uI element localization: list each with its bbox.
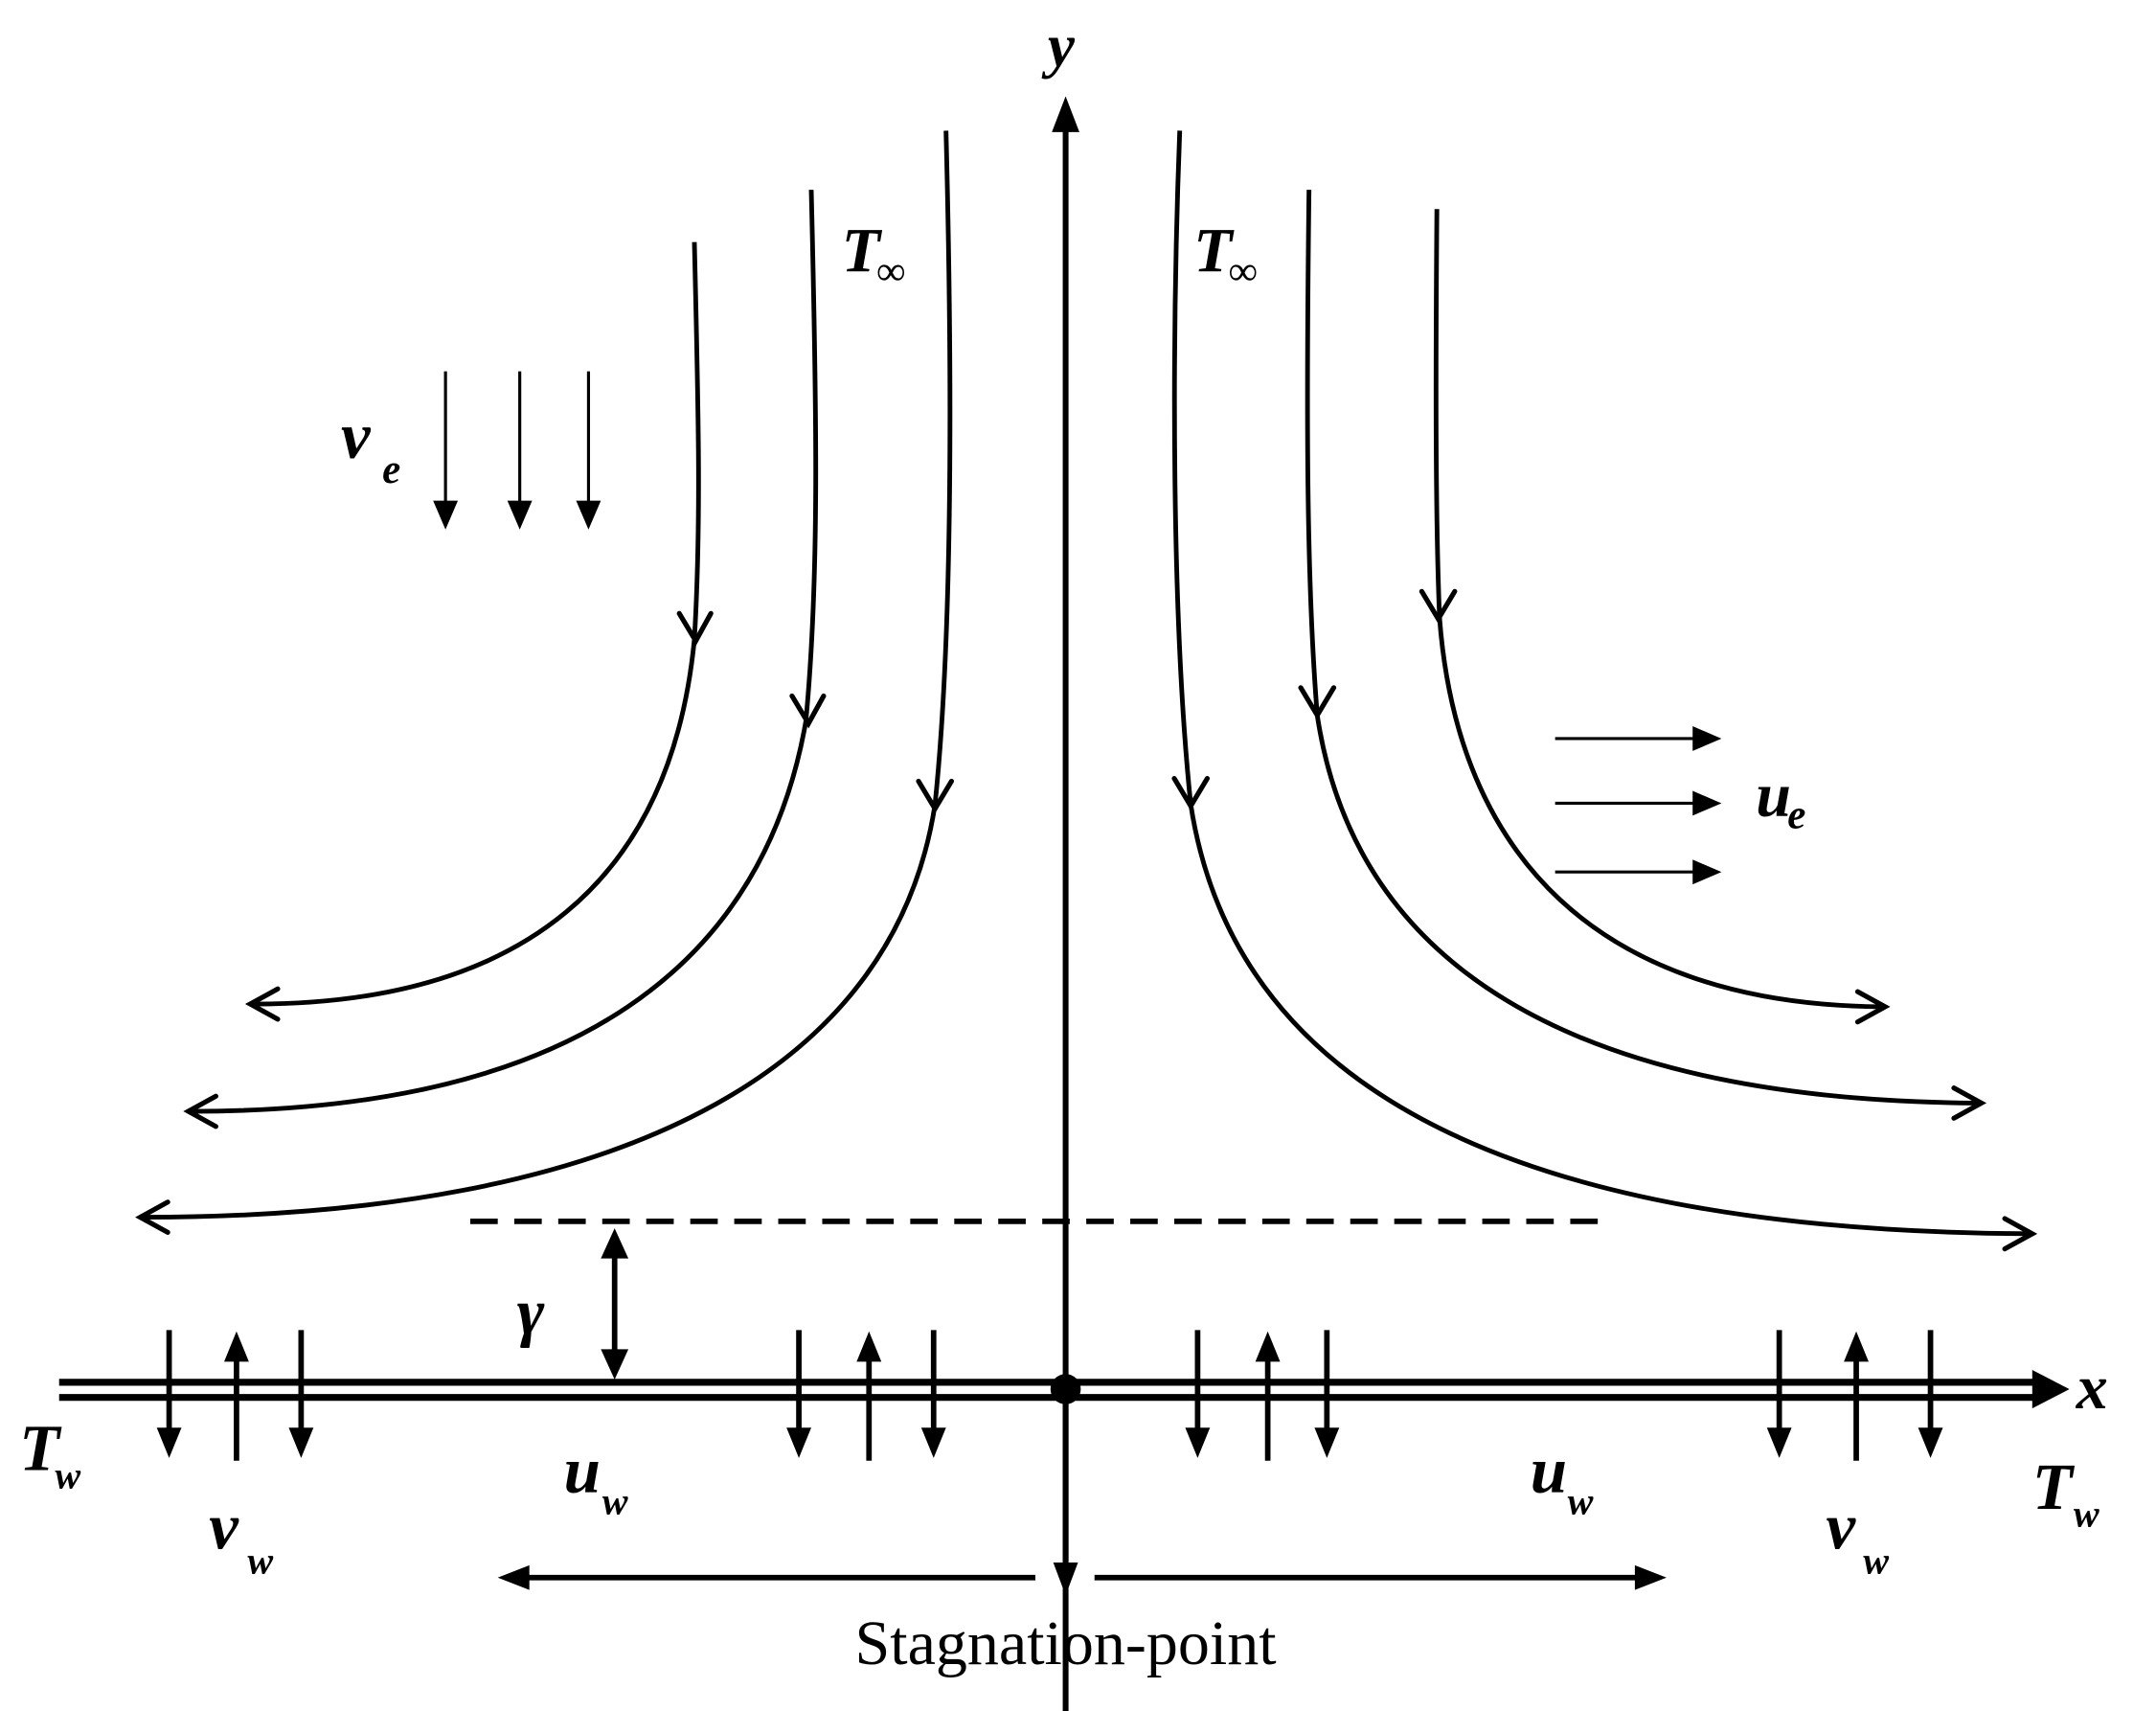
left-arrowhead-icon <box>135 1199 170 1235</box>
right-arrowhead-icon <box>1692 726 1722 751</box>
left-arrowhead-icon <box>497 1564 530 1590</box>
down-arrowhead-icon <box>789 693 827 729</box>
svg-text:v: v <box>209 1491 239 1563</box>
v-e-arrows <box>433 371 601 530</box>
t-inf-right-label: T ∞ <box>1193 216 1258 294</box>
gamma-label: γ <box>517 1276 545 1349</box>
down-arrowhead-icon <box>786 1427 811 1458</box>
wall-arrows-group-3 <box>1185 1330 1340 1461</box>
svg-text:T: T <box>2032 1450 2076 1523</box>
down-arrowhead-icon <box>601 1349 629 1380</box>
svg-text:u: u <box>564 1434 601 1507</box>
u-w-left-label: u w <box>564 1434 628 1523</box>
v-e-label: v e <box>341 399 400 492</box>
up-arrowhead-icon <box>601 1228 629 1259</box>
v-w-right-label: v w <box>1826 1491 1889 1583</box>
down-arrowhead-icon <box>1766 1427 1792 1458</box>
down-arrowhead-icon <box>507 500 533 530</box>
left-arrowhead-icon <box>244 986 281 1022</box>
y-axis-arrowhead-icon <box>1052 96 1079 132</box>
right-arrowhead-icon <box>2002 1216 2038 1252</box>
t-inf-left-label: T ∞ <box>842 216 906 294</box>
svg-text:T: T <box>842 216 883 285</box>
stagnation-down-arrowhead-icon <box>1053 1562 1078 1596</box>
down-arrowhead-icon <box>156 1427 182 1458</box>
wall-arrows-group-1 <box>156 1330 314 1461</box>
wall-x-axis <box>58 1369 2070 1409</box>
svg-text:w: w <box>1568 1480 1594 1523</box>
svg-text:T: T <box>1193 216 1235 285</box>
streamline-left-1 <box>144 130 953 1221</box>
down-arrowhead-icon <box>1298 685 1337 720</box>
svg-text:w: w <box>602 1480 628 1523</box>
svg-text:u: u <box>1756 760 1791 830</box>
svg-text:∞: ∞ <box>875 249 905 294</box>
down-arrowhead-icon <box>676 610 714 647</box>
down-arrowhead-icon <box>1185 1427 1211 1458</box>
down-arrowhead-icon <box>1418 588 1458 625</box>
down-arrowhead-icon <box>576 500 601 530</box>
streamline-left-2 <box>192 190 819 1114</box>
down-arrowhead-icon <box>433 500 459 530</box>
t-w-right-label: T w <box>2032 1450 2099 1536</box>
y-axis-label: y <box>1041 12 1076 80</box>
svg-text:∞: ∞ <box>1228 249 1258 294</box>
svg-text:e: e <box>382 447 400 492</box>
v-w-left-label: v w <box>209 1491 273 1583</box>
svg-text:u: u <box>1531 1434 1567 1507</box>
t-w-left-label: T w <box>19 1412 80 1497</box>
down-arrowhead-icon <box>916 778 955 814</box>
svg-text:w: w <box>55 1453 80 1496</box>
u-e-label: u e <box>1756 760 1805 837</box>
svg-text:v: v <box>1826 1491 1856 1563</box>
right-arrowhead-icon <box>1692 790 1722 816</box>
down-arrowhead-icon <box>920 1427 946 1458</box>
svg-text:w: w <box>247 1539 273 1582</box>
left-streamlines <box>135 130 955 1235</box>
u-e-arrows <box>1555 726 1722 885</box>
wall-arrows-group-4 <box>1766 1330 1943 1461</box>
down-arrowhead-icon <box>1918 1427 1943 1458</box>
up-arrowhead-icon <box>1255 1331 1281 1362</box>
wall-arrows-group-2 <box>786 1330 946 1461</box>
svg-text:w: w <box>2074 1493 2099 1536</box>
y-axis <box>1052 96 1079 1711</box>
x-axis-arrowhead-icon <box>2031 1369 2070 1409</box>
svg-text:e: e <box>1787 792 1805 837</box>
u-w-arrows <box>497 1564 1667 1590</box>
streamline-right-3 <box>1433 209 1881 1010</box>
down-arrowhead-icon <box>1314 1427 1340 1458</box>
svg-text:T: T <box>19 1412 62 1485</box>
svg-text:w: w <box>1863 1539 1889 1582</box>
up-arrowhead-icon <box>224 1331 249 1362</box>
left-arrowhead-icon <box>183 1093 218 1129</box>
up-arrowhead-icon <box>856 1331 882 1362</box>
down-arrowhead-icon <box>1171 776 1211 811</box>
stagnation-point-dot <box>1050 1374 1081 1404</box>
gamma-dimension-arrow <box>601 1228 629 1380</box>
down-arrowhead-icon <box>288 1427 314 1458</box>
streamline-left-3 <box>254 241 701 1007</box>
right-arrowhead-icon <box>1692 859 1722 885</box>
streamline-right-1 <box>1171 130 2029 1237</box>
stagnation-point-caption: Stagnation-point <box>855 1608 1277 1678</box>
right-arrowhead-icon <box>1951 1085 1987 1121</box>
right-arrowhead-icon <box>1634 1564 1667 1590</box>
svg-text:v: v <box>341 399 372 472</box>
u-w-right-label: u w <box>1531 1434 1594 1523</box>
right-arrowhead-icon <box>1854 989 1891 1025</box>
up-arrowhead-icon <box>1844 1331 1869 1362</box>
right-streamlines <box>1171 130 2038 1252</box>
x-axis-label: x <box>2076 1353 2108 1423</box>
streamline-right-2 <box>1305 190 1978 1106</box>
